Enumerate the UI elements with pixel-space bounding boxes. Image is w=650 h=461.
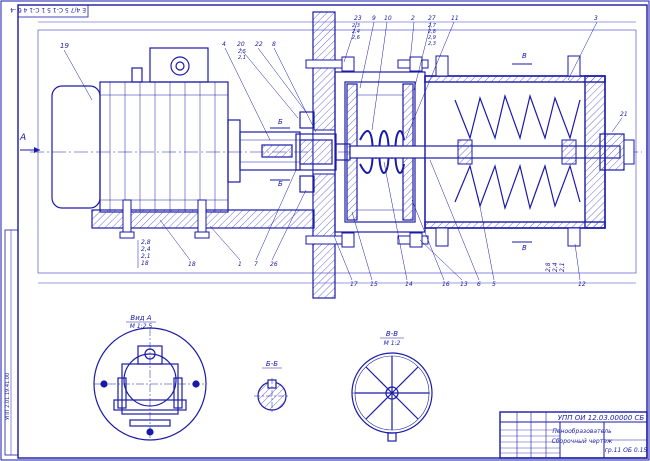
note-top-a: 2,3 2,4 2,6 bbox=[352, 23, 360, 41]
note-right: 2,8 2,4 2,1 bbox=[545, 262, 566, 272]
section-bb-title: Б-Б bbox=[266, 360, 278, 368]
arrow-b-bottom: Б bbox=[278, 180, 283, 188]
section-bb-drawing bbox=[254, 378, 290, 414]
svg-text:2,4: 2,4 bbox=[552, 262, 559, 272]
svg-text:5: 5 bbox=[492, 281, 496, 288]
svg-text:6: 6 bbox=[477, 281, 481, 288]
side-stamp-code: УПП 2.01.19.41.00 bbox=[5, 373, 11, 420]
svg-text:2,7: 2,7 bbox=[428, 23, 437, 29]
note-left: 2,8 2,4 2,1 18 bbox=[141, 239, 151, 267]
section-vv-title: В-В bbox=[386, 330, 398, 338]
arrow-a-head bbox=[34, 147, 40, 153]
overall-dimension-box bbox=[37, 29, 637, 274]
svg-text:26: 26 bbox=[270, 261, 278, 268]
section-vv-scale: М 1:2 bbox=[384, 340, 401, 347]
arrow-v-bottom: В bbox=[522, 244, 527, 252]
arrow-b-top: Б bbox=[278, 118, 283, 126]
svg-text:20: 20 bbox=[237, 41, 245, 48]
spring-coil-back bbox=[359, 145, 405, 174]
shaft-coupling bbox=[295, 111, 351, 193]
svg-text:14: 14 bbox=[405, 281, 413, 288]
arrow-v-top: В bbox=[522, 52, 527, 60]
svg-text:2,1: 2,1 bbox=[238, 55, 246, 61]
view-a-title: Вид А bbox=[130, 314, 151, 322]
svg-text:2,5: 2,5 bbox=[238, 49, 246, 55]
svg-text:23: 23 bbox=[354, 15, 362, 22]
svg-text:2,6: 2,6 bbox=[352, 35, 360, 41]
svg-text:8: 8 bbox=[272, 41, 276, 48]
svg-text:3: 3 bbox=[594, 15, 598, 22]
arrow-a-label: А bbox=[19, 133, 26, 143]
svg-text:16: 16 bbox=[442, 281, 450, 288]
tank-body bbox=[424, 75, 606, 229]
note-top-c: 2,5 2,1 bbox=[238, 49, 246, 61]
svg-text:2,4: 2,4 bbox=[141, 246, 151, 253]
svg-text:2,3: 2,3 bbox=[352, 23, 360, 29]
top-leaders bbox=[224, 21, 623, 141]
svg-text:18: 18 bbox=[141, 260, 149, 267]
svg-text:2,8: 2,8 bbox=[141, 239, 151, 246]
leader-19 bbox=[63, 49, 93, 101]
svg-text:15: 15 bbox=[370, 281, 378, 288]
svg-text:12: 12 bbox=[578, 281, 586, 288]
svg-text:2,8: 2,8 bbox=[428, 29, 436, 35]
svg-text:7: 7 bbox=[254, 261, 258, 268]
doc-group: гр.11 ОБ 0.15 bbox=[605, 447, 648, 454]
svg-text:4: 4 bbox=[222, 41, 226, 48]
svg-text:17: 17 bbox=[350, 281, 358, 288]
title-block bbox=[499, 411, 648, 459]
bottom-balloons: 18 1 7 26 17 15 14 16 13 6 5 12 bbox=[188, 261, 586, 288]
doc-name-2: Сборочный чертеж bbox=[552, 438, 613, 445]
blades-upper bbox=[454, 93, 581, 141]
spring-coil bbox=[359, 130, 405, 159]
svg-text:2,1: 2,1 bbox=[559, 262, 566, 272]
top-stamp-box bbox=[17, 4, 89, 18]
svg-text:13: 13 bbox=[460, 281, 468, 288]
svg-text:2: 2 bbox=[411, 15, 415, 22]
top-stamp-code: E 4/7 5 С-1 5 1 С-1 4 б -4 bbox=[10, 6, 86, 13]
svg-text:21: 21 bbox=[620, 111, 628, 118]
svg-text:2,8: 2,8 bbox=[545, 262, 552, 272]
base-bolts bbox=[119, 199, 210, 239]
top-balloons: 4 20 22 8 23 9 10 2 27 11 3 21 bbox=[222, 15, 628, 118]
shaft-tip bbox=[623, 139, 635, 165]
tank-feet bbox=[435, 55, 581, 247]
svg-text:2,4: 2,4 bbox=[352, 29, 360, 35]
section-vv-drawing bbox=[351, 352, 433, 442]
balloon-19: 19 bbox=[60, 42, 69, 50]
svg-text:2,9: 2,9 bbox=[428, 35, 436, 41]
view-a-drawing bbox=[93, 327, 207, 441]
left-strip bbox=[4, 229, 19, 456]
note-top-b: 2,7 2,8 2,9 2,3 bbox=[428, 23, 437, 47]
electric-motor bbox=[51, 47, 301, 213]
svg-text:10: 10 bbox=[384, 15, 392, 22]
svg-text:1: 1 bbox=[238, 261, 242, 268]
view-a-scale: М 1:2.5 bbox=[130, 323, 153, 330]
svg-text:9: 9 bbox=[372, 15, 376, 22]
svg-text:18: 18 bbox=[188, 261, 196, 268]
svg-text:27: 27 bbox=[428, 15, 436, 22]
svg-text:2,3: 2,3 bbox=[428, 41, 436, 47]
bottom-leaders bbox=[159, 159, 581, 281]
blade-hubs bbox=[457, 139, 577, 165]
doc-code: УПП ОИ 12.03.00000 СБ bbox=[558, 414, 645, 422]
svg-text:11: 11 bbox=[451, 15, 459, 22]
svg-text:2,1: 2,1 bbox=[141, 253, 151, 260]
flange-bolts bbox=[305, 56, 429, 248]
blades-lower bbox=[454, 163, 581, 211]
svg-text:22: 22 bbox=[255, 41, 263, 48]
main-shaft bbox=[349, 145, 621, 159]
doc-name-1: Пенообразователь bbox=[552, 428, 612, 435]
